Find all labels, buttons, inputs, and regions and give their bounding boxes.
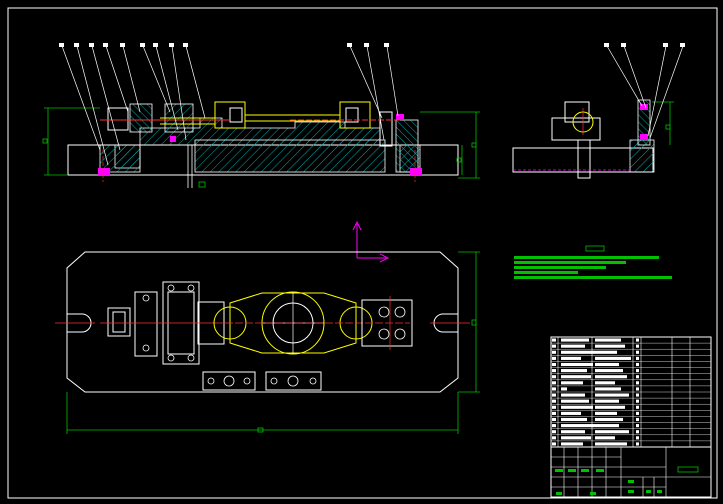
ucs-axis-icon — [352, 220, 390, 263]
top-view-base-plate — [66, 251, 459, 393]
side-view-balloon-leaders — [606, 45, 684, 139]
parts-list-cell-text — [552, 387, 556, 391]
parts-list-cell-text — [595, 381, 615, 385]
parts-list-cell-text — [561, 405, 593, 409]
bolt-icon — [142, 284, 195, 362]
parts-list-cell-text — [595, 436, 615, 440]
parts-list-rows — [551, 338, 711, 446]
parts-list-cell-text — [561, 399, 589, 403]
parts-list-cell-text — [552, 405, 556, 409]
parts-list-cell-text — [595, 344, 625, 348]
front-view-balloons — [59, 43, 389, 47]
parts-list-cell-text — [636, 405, 639, 409]
parts-list-cell-text — [595, 375, 627, 379]
parts-list-cell-text — [595, 369, 623, 373]
parts-list-cell-text — [561, 417, 587, 422]
parts-list-cell-text — [552, 350, 556, 354]
parts-list-cell-text — [552, 424, 556, 428]
parts-list-cell-text — [636, 399, 639, 403]
top-view-dimensions — [66, 251, 480, 434]
parts-list-cell-text — [595, 399, 619, 403]
parts-list-cell-text — [595, 393, 629, 397]
parts-list-cell-text — [552, 362, 556, 367]
parts-list-cell-text — [636, 424, 639, 428]
parts-list-cell-text — [636, 417, 639, 422]
parts-list-cell-text — [636, 344, 639, 348]
parts-list-cell-text — [636, 381, 639, 385]
front-view — [42, 43, 480, 188]
parts-list-cell-text — [561, 424, 595, 428]
parts-list-cell-text — [636, 350, 639, 354]
parts-list-cell-text — [595, 411, 617, 415]
parts-list-cell-text — [552, 381, 556, 385]
parts-list-cell-text — [561, 369, 587, 373]
parts-list-cell-text — [636, 436, 639, 440]
parts-list-cell-text — [552, 436, 556, 440]
technical-notes — [514, 245, 672, 279]
drawing-border — [7, 7, 718, 499]
front-view-dimensions — [42, 107, 480, 179]
parts-list-cell-text — [636, 356, 639, 360]
ball-bearing-icon — [378, 306, 406, 340]
parts-list-cell-text — [595, 442, 627, 446]
parts-list-cell-text — [561, 381, 583, 385]
parts-list-cell-text — [561, 430, 585, 434]
parts-list-cell-text — [552, 338, 556, 342]
parts-list-cell-text — [595, 417, 623, 422]
parts-list-cell-text — [552, 411, 556, 415]
parts-list-table — [550, 336, 712, 448]
parts-list-cell-text — [552, 369, 556, 373]
parts-list-cell-text — [636, 362, 639, 367]
parts-list-cell-text — [595, 424, 619, 428]
side-view — [512, 43, 685, 179]
parts-list-cell-text — [561, 356, 581, 360]
parts-list-cell-text — [561, 387, 567, 391]
parts-list-cell-text — [561, 375, 591, 379]
front-view-balloon-leaders — [61, 45, 399, 166]
parts-list-cell-text — [552, 430, 556, 434]
parts-list-cell-text — [552, 344, 556, 348]
parts-list-cell-text — [595, 362, 619, 367]
top-view — [55, 251, 480, 434]
parts-list-cell-text — [595, 338, 621, 342]
parts-list-cell-text — [636, 369, 639, 373]
parts-list-cell-text — [561, 411, 581, 415]
parts-list-cell-text — [595, 350, 617, 354]
parts-list-cell-text — [561, 350, 595, 354]
front-view-workpiece — [160, 101, 371, 129]
parts-list-cell-text — [561, 338, 589, 342]
parts-list-cell-text — [552, 399, 556, 403]
parts-list-cell-text — [595, 405, 625, 409]
parts-list-cell-text — [561, 344, 585, 348]
front-view-fasteners — [98, 114, 422, 176]
parts-list-cell-text — [561, 362, 593, 367]
parts-list-cell-text — [552, 393, 556, 397]
parts-list-cell-text — [595, 430, 629, 434]
parts-list-cell-text — [552, 417, 556, 422]
parts-list-cell-text — [552, 356, 556, 360]
parts-list-cell-text — [552, 375, 556, 379]
parts-list-cell-text — [561, 436, 591, 440]
parts-list-cell-text — [561, 393, 585, 397]
parts-list-cell-text — [636, 387, 639, 391]
parts-list-cell-text — [636, 430, 639, 434]
parts-list-cell-text — [552, 442, 556, 446]
parts-list-cell-text — [561, 442, 583, 446]
title-block — [550, 446, 712, 498]
parts-list-cell-text — [595, 356, 631, 360]
parts-list-cell-text — [636, 393, 639, 397]
parts-list-cell-text — [595, 387, 621, 391]
parts-list-cell-text — [636, 338, 639, 342]
parts-list-cell-text — [636, 411, 639, 415]
parts-list-cell-text — [636, 442, 639, 446]
parts-list-cell-text — [636, 375, 639, 379]
